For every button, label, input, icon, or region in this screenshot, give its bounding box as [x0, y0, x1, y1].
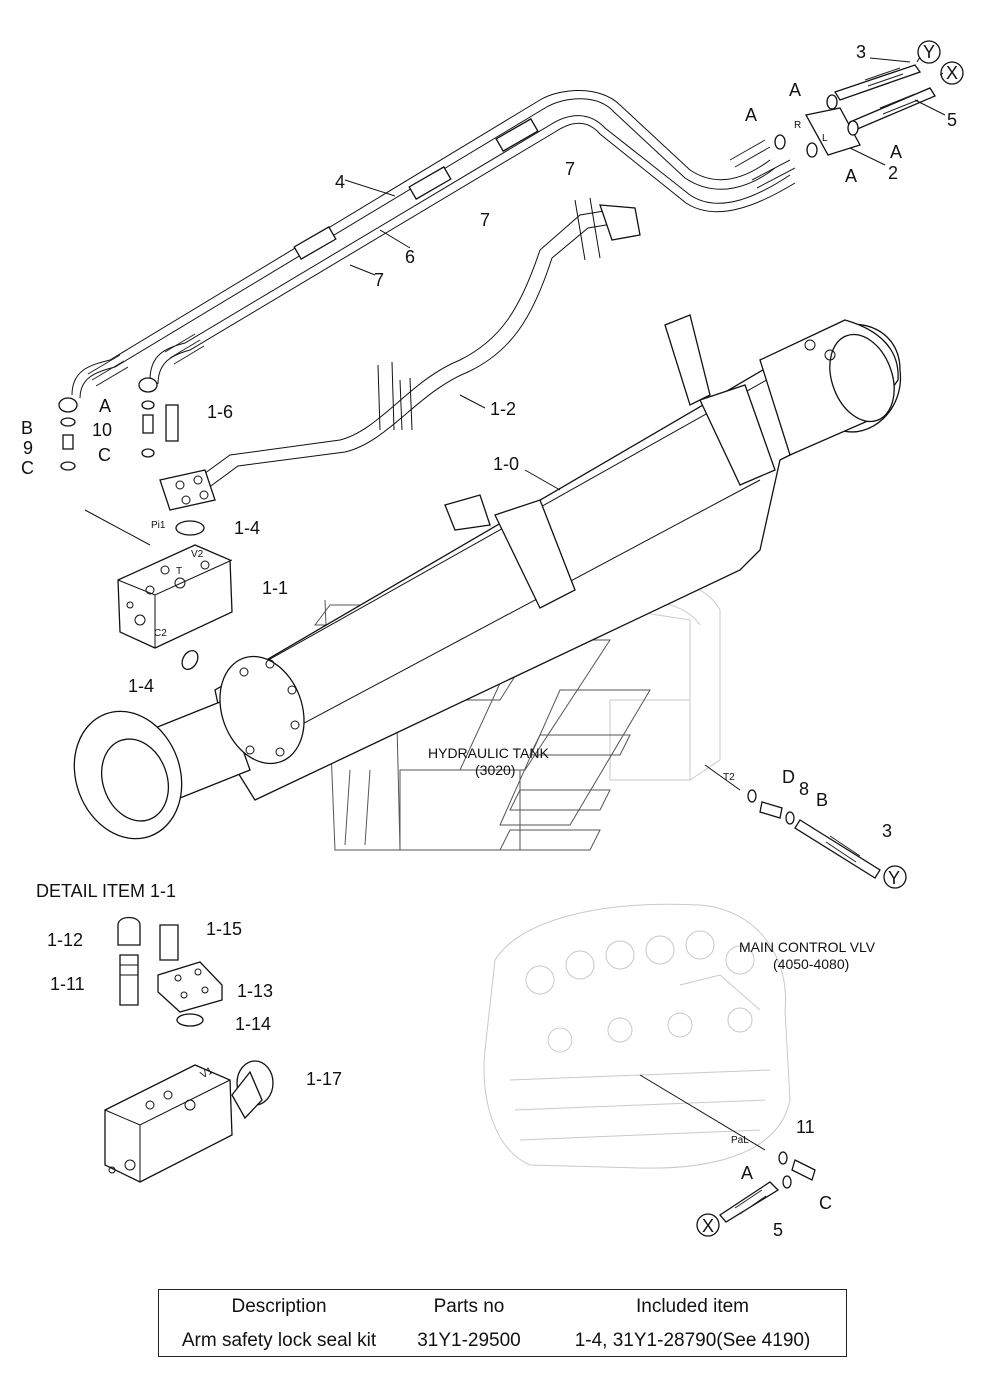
port-v1: V1: [199, 1065, 215, 1081]
port-t2: T2: [723, 772, 735, 783]
callout-d: D: [782, 767, 795, 787]
callout-a-3: A: [890, 142, 902, 162]
callout-item-1-6: 1-6: [207, 402, 233, 422]
port-c2: C2: [154, 628, 167, 639]
callout-item-1-14: 1-14: [235, 1014, 271, 1034]
hydraulic-tank-label: HYDRAULIC TANK: [428, 745, 550, 761]
callout-hose-3-top: 3: [856, 42, 866, 62]
table-header-row: Description Parts no Included item: [159, 1290, 846, 1324]
connector-y-bottom: Y: [888, 868, 900, 888]
callout-a-4: A: [845, 166, 857, 186]
port-t: T: [176, 566, 182, 577]
callout-item-1-13: 1-13: [237, 981, 273, 1001]
callout-item-1-12: 1-12: [47, 930, 83, 950]
callout-a-left: A: [99, 396, 111, 416]
lock-valve-block: [117, 469, 233, 670]
callout-item-7-a: 7: [565, 159, 575, 179]
callout-item-1-4-b: 1-4: [128, 676, 154, 696]
return-line-fittings: [704, 764, 907, 889]
callout-item-1-4-a: 1-4: [234, 518, 260, 538]
callout-a-bottom: A: [741, 1163, 753, 1183]
port-v2: V2: [191, 549, 204, 560]
callout-10: 10: [92, 420, 112, 440]
callout-item-2: 2: [888, 163, 898, 183]
callout-item-1-1: 1-1: [262, 578, 288, 598]
cell-parts-no: 31Y1-29500: [417, 1330, 521, 1351]
connector-x-top: X: [946, 63, 958, 83]
callout-9: 9: [23, 438, 33, 458]
callout-item-11: 11: [796, 1117, 815, 1137]
table-row: Arm safety lock seal kit 31Y1-29500 1-4,…: [159, 1324, 846, 1358]
callout-a-2: A: [745, 105, 757, 125]
callout-item-1-15: 1-15: [206, 919, 242, 939]
seal-kit-table: Description Parts no Included item Arm s…: [158, 1289, 847, 1357]
callout-item-7-c: 7: [374, 270, 384, 290]
callout-c-bottom: C: [819, 1193, 832, 1213]
callout-c-mid: C: [98, 445, 111, 465]
port-pal: PaL: [731, 1135, 749, 1146]
detail-title: DETAIL ITEM 1-1: [36, 881, 176, 901]
pipe-1-2: [174, 197, 641, 506]
connector-y-top: Y: [923, 42, 935, 62]
arm-cylinder: [73, 314, 902, 840]
left-fittings: [60, 400, 179, 471]
main-control-label: MAIN CONTROL VLV: [739, 939, 876, 955]
callout-item-1-2: 1-2: [490, 399, 516, 419]
callout-b-left: B: [21, 418, 33, 438]
callout-b-right: B: [816, 790, 828, 810]
hydraulic-tank-code: (3020): [475, 762, 515, 778]
header-included-item: Included item: [635, 1296, 749, 1317]
callout-a-1: A: [789, 80, 801, 100]
callout-item-1-17: 1-17: [306, 1069, 342, 1089]
detail-item-1-1-parts: [104, 916, 274, 1183]
callout-item-6: 6: [405, 247, 415, 267]
header-description: Description: [231, 1296, 327, 1317]
cell-included-item: 1-4, 31Y1-28790(See 4190): [574, 1330, 811, 1351]
pilot-line-fittings: [639, 1074, 816, 1237]
callout-hose-5-bottom: 5: [773, 1220, 783, 1240]
callout-hose-3-bottom: 3: [882, 821, 892, 841]
top-right-connectors: [774, 40, 964, 158]
port-l: L: [822, 133, 828, 144]
leader-lines: [84, 57, 946, 546]
port-r: R: [794, 120, 801, 131]
main-control-valve-ghost: [483, 903, 791, 1169]
callout-labels: 3 Y X 5 A A A A R L 2 4 6 7 7 7 1-2 1-0 …: [21, 42, 958, 1240]
main-control-code: (4050-4080): [773, 956, 849, 972]
cell-description: Arm safety lock seal kit: [181, 1330, 377, 1351]
callout-c-left: C: [21, 458, 34, 478]
callout-item-7-b: 7: [480, 210, 490, 230]
port-pi1: Pi1: [151, 520, 166, 531]
callout-item-1-0: 1-0: [493, 454, 519, 474]
callout-hose-5-top: 5: [947, 110, 957, 130]
connector-x-bottom: X: [702, 1216, 714, 1236]
pipe-assembly: [58, 90, 796, 413]
callout-8: 8: [799, 779, 809, 799]
callout-item-4: 4: [335, 172, 345, 192]
callout-item-1-11: 1-11: [50, 974, 85, 994]
header-parts-no: Parts no: [433, 1296, 505, 1317]
